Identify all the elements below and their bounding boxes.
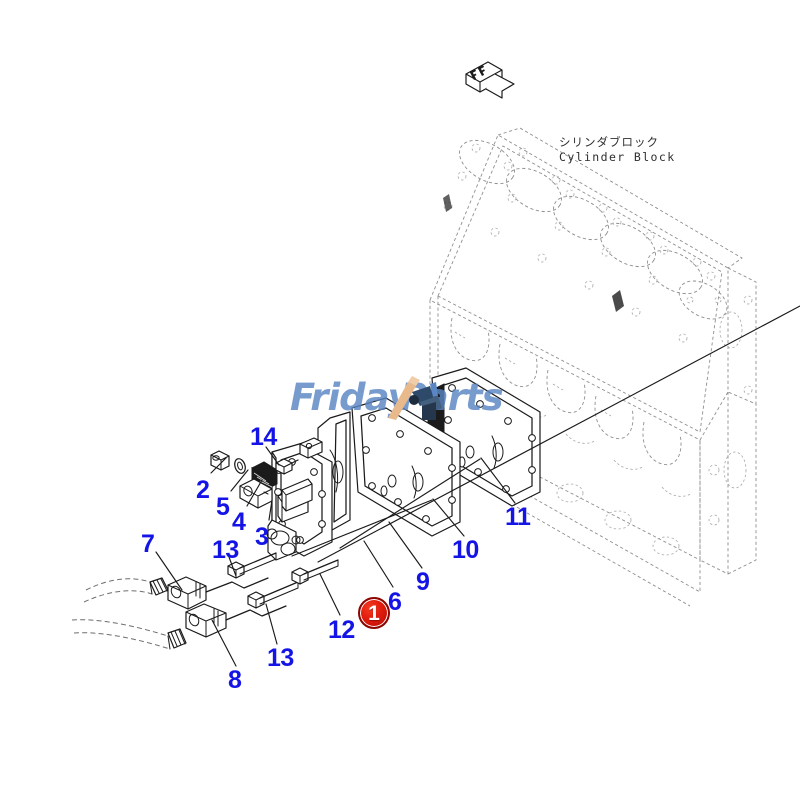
callout-14: 14	[250, 423, 277, 451]
callout-5: 5	[216, 493, 230, 521]
callout-4: 4	[232, 508, 246, 536]
callout-11: 11	[505, 503, 531, 531]
ferrule-8	[167, 628, 187, 649]
bolt-group	[227, 552, 339, 609]
callout-8: 8	[228, 666, 242, 694]
callout-7: 7	[141, 530, 155, 558]
assembly-axis-lines	[291, 305, 800, 563]
bolt	[291, 559, 339, 585]
assembly-caption-jp: シリンダブロック	[559, 135, 659, 149]
callout-leaders	[155, 446, 516, 667]
ferrule-7	[149, 577, 169, 596]
primary-part-badge: 1	[358, 597, 390, 629]
callout-2: 2	[196, 476, 210, 504]
assembly-caption-en: Cylinder Block	[559, 150, 676, 164]
primary-part-badge-label: 1	[368, 601, 380, 625]
callout-13-lower: 13	[267, 644, 294, 672]
callout-9: 9	[416, 568, 430, 596]
bolt	[247, 581, 299, 609]
cylinder-block-phantom	[429, 127, 757, 607]
callout-3: 3	[255, 523, 269, 551]
hose-assembly	[71, 576, 287, 650]
small-parts-cluster	[210, 450, 313, 512]
callout-12: 12	[328, 616, 355, 644]
fr-orientation-tag	[462, 58, 524, 106]
callout-6: 6	[388, 588, 402, 616]
callout-10: 10	[452, 536, 479, 564]
callout-13-upper: 13	[212, 536, 239, 564]
